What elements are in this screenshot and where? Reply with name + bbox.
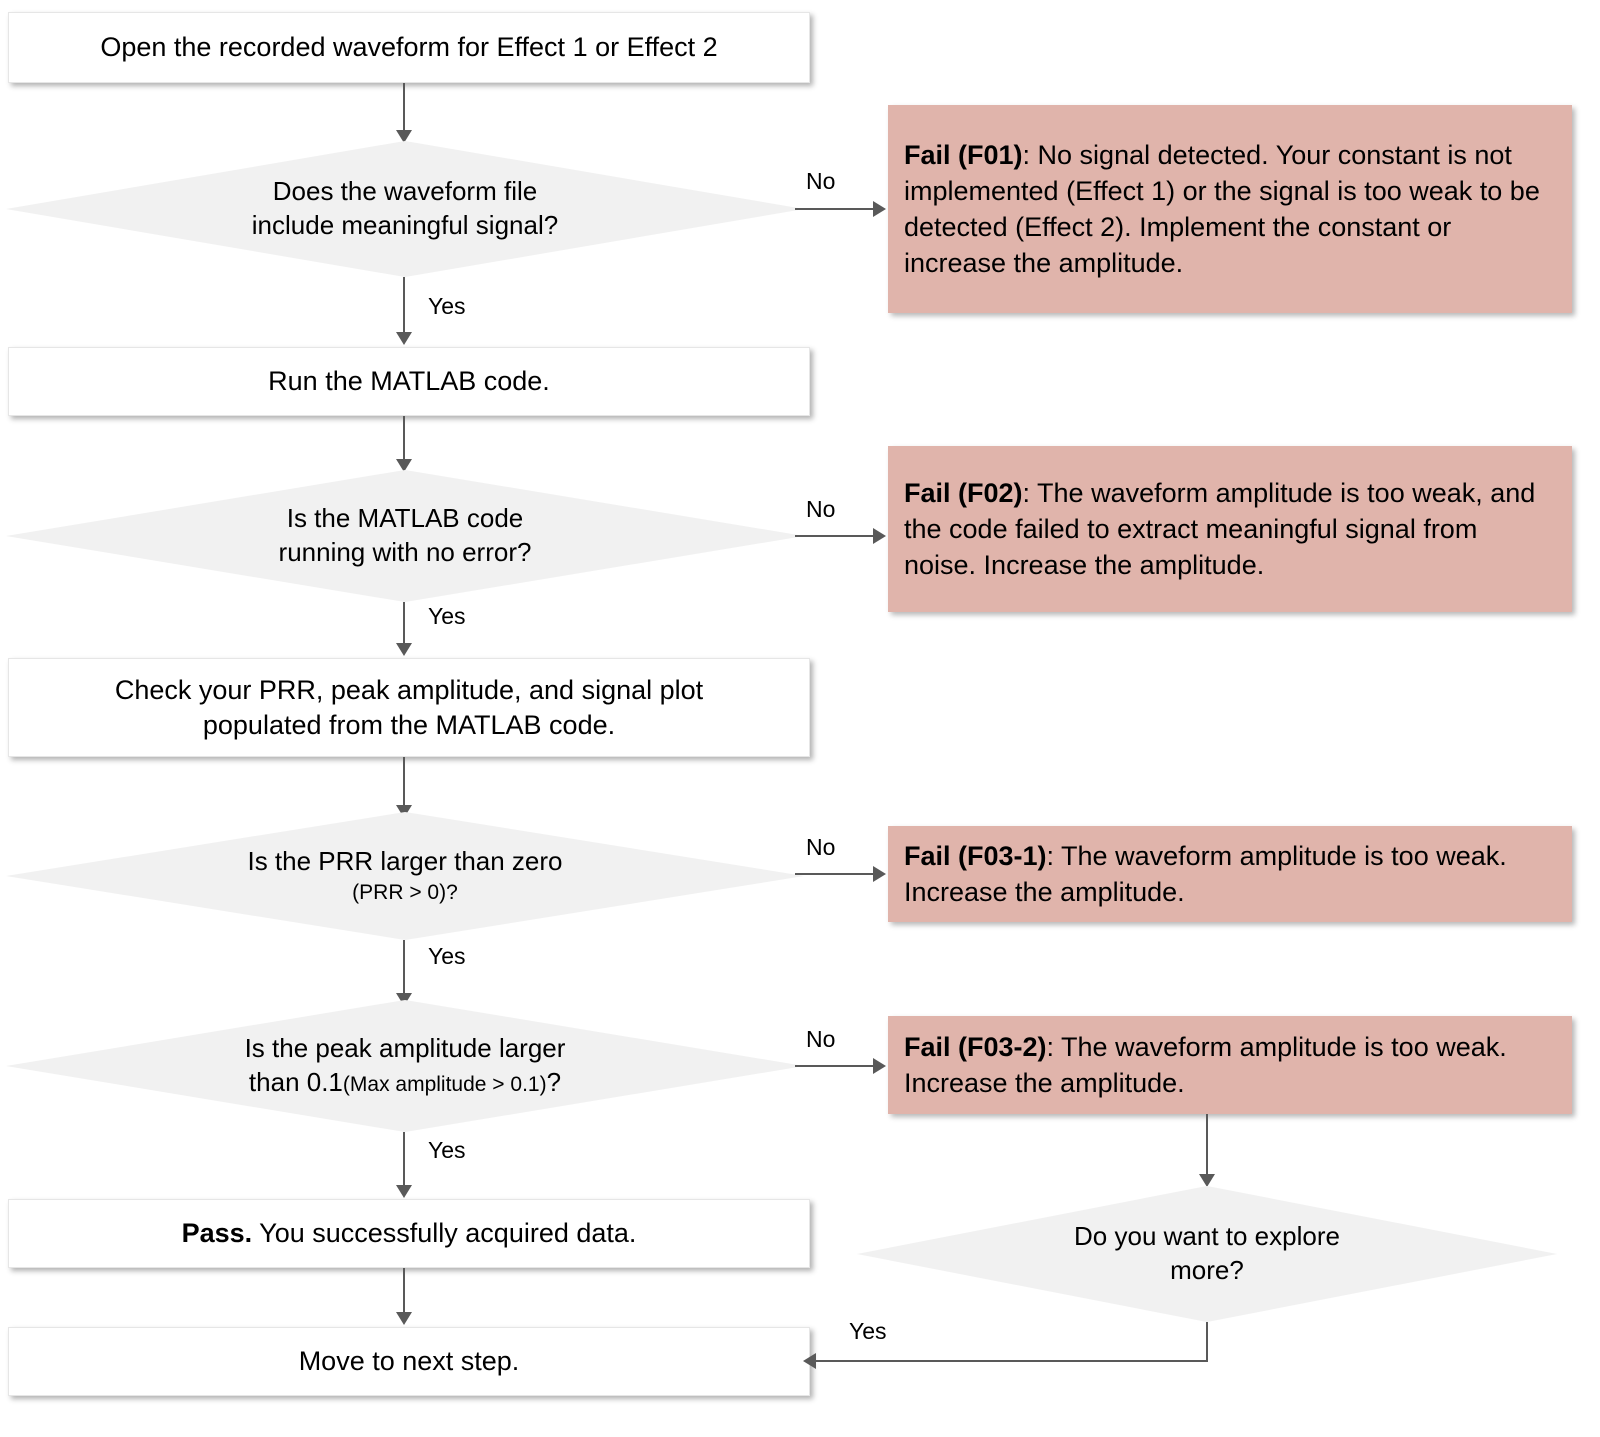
decision5-line1: Do you want to explore bbox=[1074, 1221, 1340, 1252]
fail-box-f02-code: Fail (F02) bbox=[904, 477, 1023, 508]
decision4-line2-end: ? bbox=[546, 1067, 562, 1097]
arrowhead-decision2-to-f02 bbox=[873, 528, 886, 544]
connector-check-to-decision3 bbox=[403, 757, 405, 808]
fail-box-f01-text: Fail (F01): No signal detected. Your con… bbox=[904, 137, 1556, 282]
decision-matlab-no-error-text: Is the MATLAB code running with no error… bbox=[118, 502, 693, 570]
node-run-matlab-code[interactable]: Run the MATLAB code. bbox=[8, 347, 810, 416]
decision-matlab-no-error[interactable]: Is the MATLAB code running with no error… bbox=[6, 470, 804, 602]
fail-box-f03-2-code: Fail (F03-2) bbox=[904, 1031, 1047, 1062]
connector-decision3-to-f03-1 bbox=[795, 873, 875, 875]
edge-label-yes-explore: Yes bbox=[849, 1318, 887, 1344]
fail-box-f01[interactable]: Fail (F01): No signal detected. Your con… bbox=[888, 105, 1572, 313]
edge-label-yes-2: Yes bbox=[428, 603, 466, 629]
fail-box-f03-2-message: : The waveform amplitude is too weak. In… bbox=[904, 1031, 1507, 1098]
fail-box-f02-text: Fail (F02): The waveform amplitude is to… bbox=[904, 475, 1556, 584]
decision3-line2: (PRR > 0)? bbox=[352, 881, 458, 905]
connector-start-to-decision1 bbox=[403, 83, 405, 133]
node-open-waveform[interactable]: Open the recorded waveform for Effect 1 … bbox=[8, 12, 810, 83]
fail-box-f03-1-text: Fail (F03-1): The waveform amplitude is … bbox=[904, 838, 1556, 910]
edge-label-no-4: No bbox=[806, 1026, 836, 1052]
decision-explore-more[interactable]: Do you want to explore more? bbox=[857, 1186, 1557, 1322]
arrowhead-explore-to-next-step bbox=[803, 1353, 816, 1369]
arrowhead-decision3-to-f03-1 bbox=[873, 866, 886, 882]
connector-decision4-to-f03-2 bbox=[795, 1065, 875, 1067]
edge-label-no-2: No bbox=[806, 496, 836, 522]
connector-explore-to-next-step bbox=[816, 1360, 1208, 1362]
node-run-matlab-code-label: Run the MATLAB code. bbox=[268, 366, 550, 397]
edge-label-yes-1: Yes bbox=[428, 293, 466, 319]
arrowhead-decision4-to-pass bbox=[396, 1185, 412, 1198]
connector-explore-down bbox=[1206, 1322, 1208, 1362]
fail-box-f02[interactable]: Fail (F02): The waveform amplitude is to… bbox=[888, 446, 1572, 612]
decision4-line2: than 0.1(Max amplitude > 0.1)? bbox=[86, 1066, 724, 1100]
decision-prr-greater-than-zero[interactable]: Is the PRR larger than zero (PRR > 0)? bbox=[6, 812, 804, 940]
arrowhead-start-to-decision1 bbox=[396, 130, 412, 143]
connector-f03-2-to-explore bbox=[1206, 1114, 1208, 1177]
node-pass-text: Pass. You successfully acquired data. bbox=[182, 1216, 637, 1251]
decision3-line1: Is the PRR larger than zero bbox=[247, 846, 563, 877]
decision-prr-greater-than-zero-text: Is the PRR larger than zero (PRR > 0)? bbox=[118, 845, 693, 906]
fail-box-f03-2-text: Fail (F03-2): The waveform amplitude is … bbox=[904, 1029, 1556, 1101]
node-open-waveform-label: Open the recorded waveform for Effect 1 … bbox=[100, 32, 718, 63]
decision1-line1: Does the waveform file bbox=[272, 176, 538, 207]
decision5-line2: more? bbox=[1170, 1255, 1244, 1285]
arrowhead-decision1-to-f01 bbox=[873, 201, 886, 217]
decision-peak-amplitude[interactable]: Is the peak amplitude larger than 0.1(Ma… bbox=[6, 1000, 804, 1132]
decision2-line2: running with no error? bbox=[278, 537, 532, 567]
edge-label-yes-3: Yes bbox=[428, 943, 466, 969]
node-move-to-next-step[interactable]: Move to next step. bbox=[8, 1327, 810, 1396]
check-outputs-line1: Check your PRR, peak amplitude, and sign… bbox=[114, 674, 704, 705]
edge-label-no-3: No bbox=[806, 834, 836, 860]
decision-waveform-has-signal[interactable]: Does the waveform file include meaningfu… bbox=[6, 141, 804, 277]
node-check-outputs-text: Check your PRR, peak amplitude, and sign… bbox=[115, 673, 703, 742]
edge-label-yes-4: Yes bbox=[428, 1137, 466, 1163]
decision-waveform-has-signal-text: Does the waveform file include meaningfu… bbox=[118, 175, 693, 243]
decision2-line1: Is the MATLAB code bbox=[286, 503, 524, 534]
fail-box-f03-1[interactable]: Fail (F03-1): The waveform amplitude is … bbox=[888, 826, 1572, 922]
decision4-line1: Is the peak amplitude larger bbox=[244, 1033, 566, 1064]
node-pass-rest: You successfully acquired data. bbox=[252, 1218, 637, 1249]
connector-decision3-to-decision4 bbox=[403, 940, 405, 995]
fail-box-f03-2[interactable]: Fail (F03-2): The waveform amplitude is … bbox=[888, 1016, 1572, 1114]
connector-decision2-to-f02 bbox=[795, 535, 875, 537]
connector-decision1-to-run bbox=[403, 277, 405, 333]
node-pass[interactable]: Pass. You successfully acquired data. bbox=[8, 1199, 810, 1268]
decision1-line2: include meaningful signal? bbox=[251, 210, 559, 240]
connector-pass-to-next bbox=[403, 1268, 405, 1315]
fail-box-f01-code: Fail (F01) bbox=[904, 139, 1023, 170]
check-outputs-line2: populated from the MATLAB code. bbox=[202, 709, 616, 740]
node-pass-bold: Pass. bbox=[181, 1218, 253, 1249]
arrowhead-f03-2-to-explore bbox=[1199, 1174, 1215, 1187]
node-move-to-next-step-label: Move to next step. bbox=[298, 1346, 520, 1377]
fail-box-f03-1-code: Fail (F03-1) bbox=[904, 840, 1047, 871]
fail-box-f01-message: : No signal detected. Your constant is n… bbox=[904, 139, 1540, 279]
edge-label-no-1: No bbox=[806, 168, 836, 194]
fail-box-f02-message: : The waveform amplitude is too weak, an… bbox=[904, 477, 1536, 581]
connector-decision1-to-f01 bbox=[795, 208, 875, 210]
arrowhead-run-to-decision2 bbox=[396, 459, 412, 472]
arrowhead-decision1-to-run bbox=[396, 332, 412, 345]
arrowhead-pass-to-next bbox=[396, 1312, 412, 1325]
decision-explore-more-text: Do you want to explore more? bbox=[955, 1220, 1459, 1288]
fail-box-f03-1-message: : The waveform amplitude is too weak. In… bbox=[904, 840, 1507, 907]
connector-decision4-to-pass bbox=[403, 1132, 405, 1187]
decision4-line2-main: than 0.1 bbox=[248, 1067, 343, 1097]
decision4-line2-small: (Max amplitude > 0.1) bbox=[342, 1073, 547, 1096]
arrowhead-decision4-to-f03-2 bbox=[873, 1058, 886, 1074]
node-check-outputs[interactable]: Check your PRR, peak amplitude, and sign… bbox=[8, 658, 810, 757]
connector-decision2-to-check bbox=[403, 602, 405, 645]
decision-peak-amplitude-text: Is the peak amplitude larger than 0.1(Ma… bbox=[86, 1032, 724, 1100]
arrowhead-decision2-to-check bbox=[396, 643, 412, 656]
connector-run-to-decision2 bbox=[403, 416, 405, 463]
